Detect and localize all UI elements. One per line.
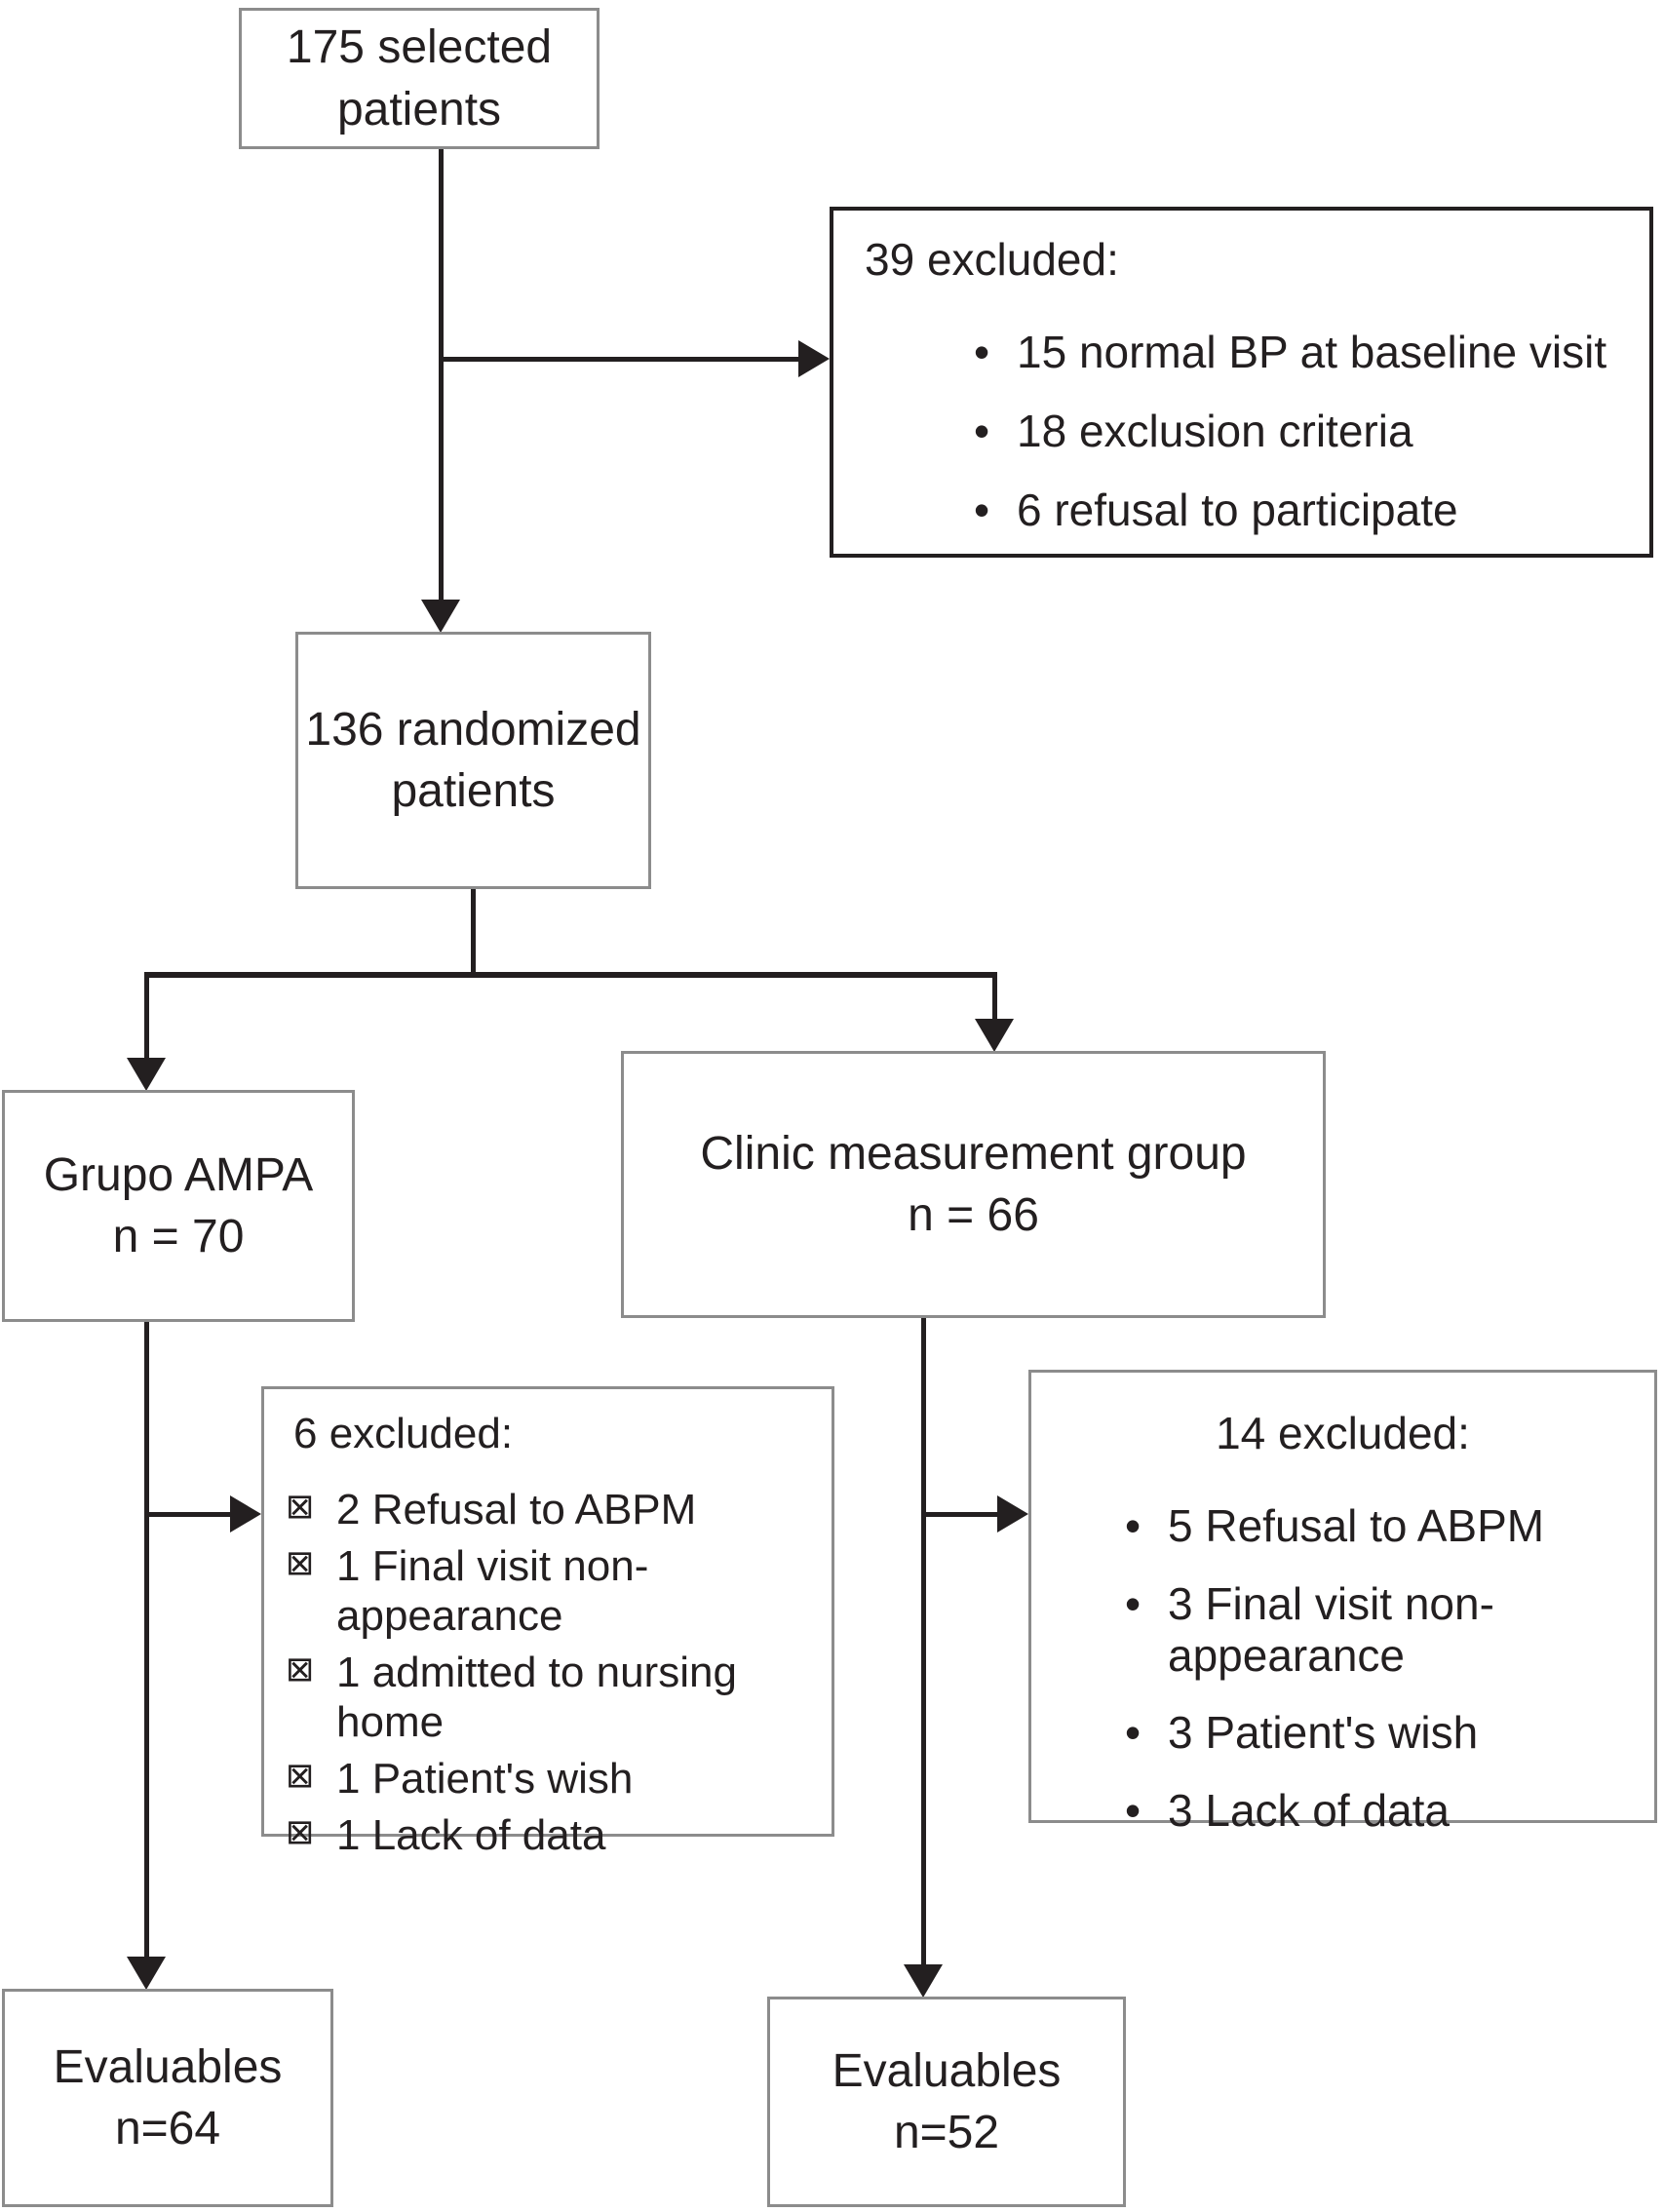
excluded-39-title: 39 excluded: <box>865 234 1119 285</box>
excluded-6-box: 6 excluded: ⊠ 2 Refusal to ABPM ⊠ 1 Fina… <box>261 1386 834 1859</box>
arrowhead-into-randomized <box>421 600 460 633</box>
excluded-14-item: 5 Refusal to ABPM <box>1168 1500 1545 1552</box>
bullet-dot-icon: • <box>974 326 990 377</box>
list-item: • 3 Lack of data <box>1125 1785 1625 1837</box>
excluded-14-item: 3 Patient's wish <box>1168 1707 1479 1759</box>
clinic-group-line1: Clinic measurement group <box>700 1127 1247 1180</box>
evaluables-ampa-line2: n=64 <box>114 2103 221 2154</box>
evaluables-clinic-box: Evaluables n=52 <box>767 1997 1126 2207</box>
connector-clinic-to-eval <box>921 1318 926 1967</box>
excluded-6-list: ⊠ 2 Refusal to ABPM ⊠ 1 Final visit non-… <box>286 1478 808 1860</box>
grupo-ampa-line1: Grupo AMPA <box>43 1148 314 1201</box>
arrowhead-into-excluded6 <box>230 1495 261 1533</box>
connector-branch-to-excluded6 <box>146 1512 232 1517</box>
evaluables-ampa-box: Evaluables n=64 <box>2 1989 333 2207</box>
list-item: • 15 normal BP at baseline visit <box>974 327 1630 378</box>
excluded-6-item: 1 admitted to nursing home <box>336 1649 737 1747</box>
connector-ampa-to-eval <box>144 1322 149 1960</box>
arrowhead-into-ampa <box>127 1058 166 1091</box>
selected-patients-box: 175 selected patients <box>239 8 600 149</box>
bullet-dot-icon: • <box>1125 1500 1142 1552</box>
arrowhead-into-excluded39 <box>798 340 830 377</box>
bullet-dot-icon: • <box>1125 1784 1142 1836</box>
boxed-x-bullet-icon: ⊠ <box>286 1756 315 1797</box>
connector-selected-to-randomized <box>439 148 444 604</box>
evaluables-ampa-line1: Evaluables <box>53 2040 283 2093</box>
list-item: ⊠ 2 Refusal to ABPM <box>286 1485 808 1534</box>
excluded-14-box: 14 excluded: • 5 Refusal to ABPM • 3 Fin… <box>1028 1370 1657 1836</box>
list-item: • 3 Patient's wish <box>1125 1707 1625 1759</box>
excluded-14-list: • 5 Refusal to ABPM • 3 Final visit non-… <box>1061 1459 1625 1837</box>
bullet-dot-icon: • <box>974 484 990 535</box>
list-item: ⊠ 1 admitted to nursing home <box>286 1648 808 1747</box>
evaluables-clinic-line1: Evaluables <box>832 2044 1062 2097</box>
connector-split-horizontal <box>144 972 997 978</box>
excluded-14-item: 3 Final visit non-appearance <box>1168 1577 1494 1682</box>
list-item: • 3 Final visit non-appearance <box>1125 1578 1625 1683</box>
list-item: ⊠ 1 Lack of data <box>286 1810 808 1860</box>
evaluables-clinic-line2: n=52 <box>893 2107 1000 2158</box>
randomized-patients-line1: 136 randomized <box>305 703 641 756</box>
selected-patients-line1: 175 selected <box>286 21 553 74</box>
list-item: • 6 refusal to participate <box>974 485 1630 536</box>
bullet-dot-icon: • <box>974 405 990 456</box>
clinic-group-box: Clinic measurement group n = 66 <box>621 1051 1326 1318</box>
list-item: • 5 Refusal to ABPM <box>1125 1500 1625 1552</box>
grupo-ampa-line2: n = 70 <box>112 1211 245 1262</box>
list-item: • 18 exclusion criteria <box>974 406 1630 457</box>
arrowhead-into-clinic <box>975 1019 1014 1052</box>
excluded-14-item: 3 Lack of data <box>1168 1784 1450 1836</box>
connector-branch-to-excluded39 <box>441 357 801 362</box>
excluded-6-item: 2 Refusal to ABPM <box>336 1486 697 1534</box>
list-item: ⊠ 1 Patient's wish <box>286 1754 808 1804</box>
bullet-dot-icon: • <box>1125 1577 1142 1629</box>
connector-split-right-drop <box>992 975 997 1020</box>
clinic-group-line2: n = 66 <box>908 1189 1039 1241</box>
connector-branch-to-excluded14 <box>923 1512 999 1517</box>
excluded-6-item: 1 Final visit non-appearance <box>336 1542 649 1641</box>
arrowhead-into-eval-clinic <box>904 1964 943 1998</box>
randomized-patients-box: 136 randomized patients <box>295 632 651 889</box>
arrowhead-into-eval-ampa <box>127 1957 166 1990</box>
grupo-ampa-box: Grupo AMPA n = 70 <box>2 1090 355 1322</box>
boxed-x-bullet-icon: ⊠ <box>286 1543 315 1584</box>
excluded-39-list: • 15 normal BP at baseline visit • 18 ex… <box>865 299 1630 536</box>
excluded-39-item: 18 exclusion criteria <box>1017 405 1413 456</box>
excluded-6-title: 6 excluded: <box>293 1410 514 1457</box>
boxed-x-bullet-icon: ⊠ <box>286 1812 315 1853</box>
connector-split-left-drop <box>144 975 149 1061</box>
excluded-39-item: 15 normal BP at baseline visit <box>1017 326 1607 377</box>
selected-patients-line2: patients <box>336 83 502 136</box>
arrowhead-into-excluded14 <box>997 1495 1028 1533</box>
boxed-x-bullet-icon: ⊠ <box>286 1487 315 1528</box>
bullet-dot-icon: • <box>1125 1707 1142 1759</box>
excluded-39-item: 6 refusal to participate <box>1017 484 1458 535</box>
excluded-14-title: 14 excluded: <box>1216 1408 1470 1458</box>
excluded-6-item: 1 Lack of data <box>336 1811 606 1860</box>
excluded-6-item: 1 Patient's wish <box>336 1755 634 1804</box>
randomized-patients-line2: patients <box>391 765 556 817</box>
connector-randomized-stem <box>471 889 476 975</box>
list-item: ⊠ 1 Final visit non-appearance <box>286 1541 808 1641</box>
boxed-x-bullet-icon: ⊠ <box>286 1649 315 1690</box>
excluded-39-box: 39 excluded: • 15 normal BP at baseline … <box>830 207 1653 558</box>
